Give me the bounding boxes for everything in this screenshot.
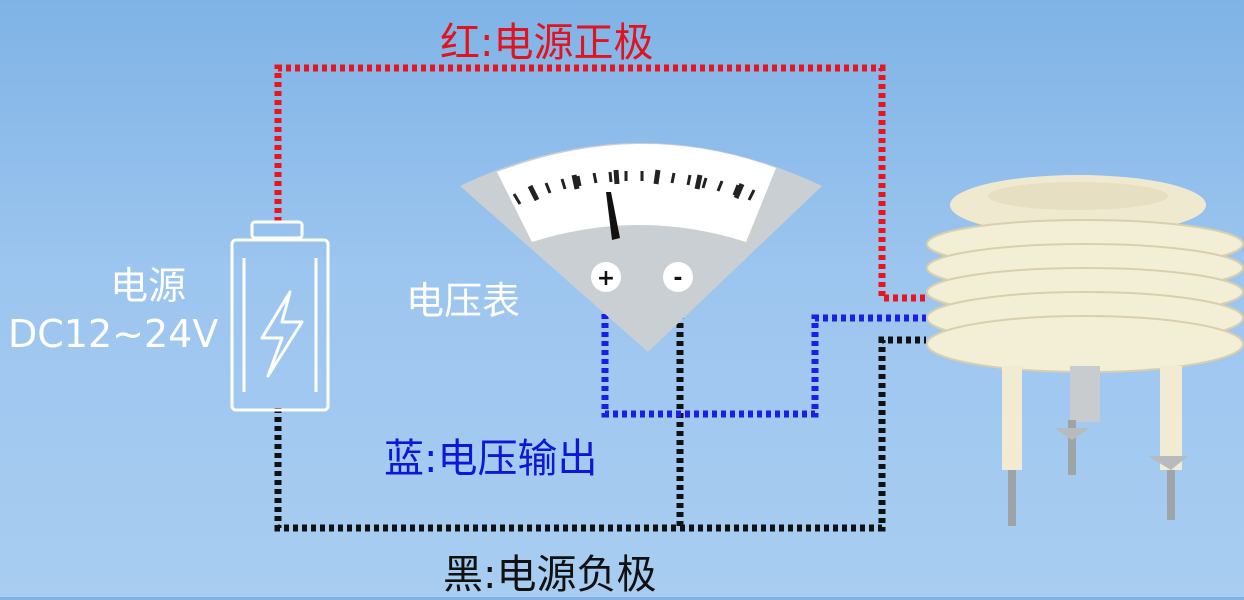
voltmeter-label: 电压表 xyxy=(406,279,521,323)
power-supply-label: 电源 DC12~24V xyxy=(8,262,218,358)
black-wire-label: 黑:电源负极 xyxy=(443,552,657,598)
blue-wire-label: 蓝:电压输出 xyxy=(384,436,598,482)
blue-wire xyxy=(601,296,926,418)
battery-lightning-icon xyxy=(230,220,330,412)
power-supply-name: 电源 xyxy=(110,264,187,308)
meter-negative-terminal: - xyxy=(673,266,682,291)
power-supply-voltage: DC12~24V xyxy=(8,312,219,356)
black-wire xyxy=(274,296,926,532)
voltmeter-icon xyxy=(460,143,822,352)
sensor-icon xyxy=(926,175,1244,526)
meter-positive-terminal: + xyxy=(597,266,615,291)
red-wire-label: 红:电源正极 xyxy=(440,20,654,66)
red-wire xyxy=(274,64,926,302)
